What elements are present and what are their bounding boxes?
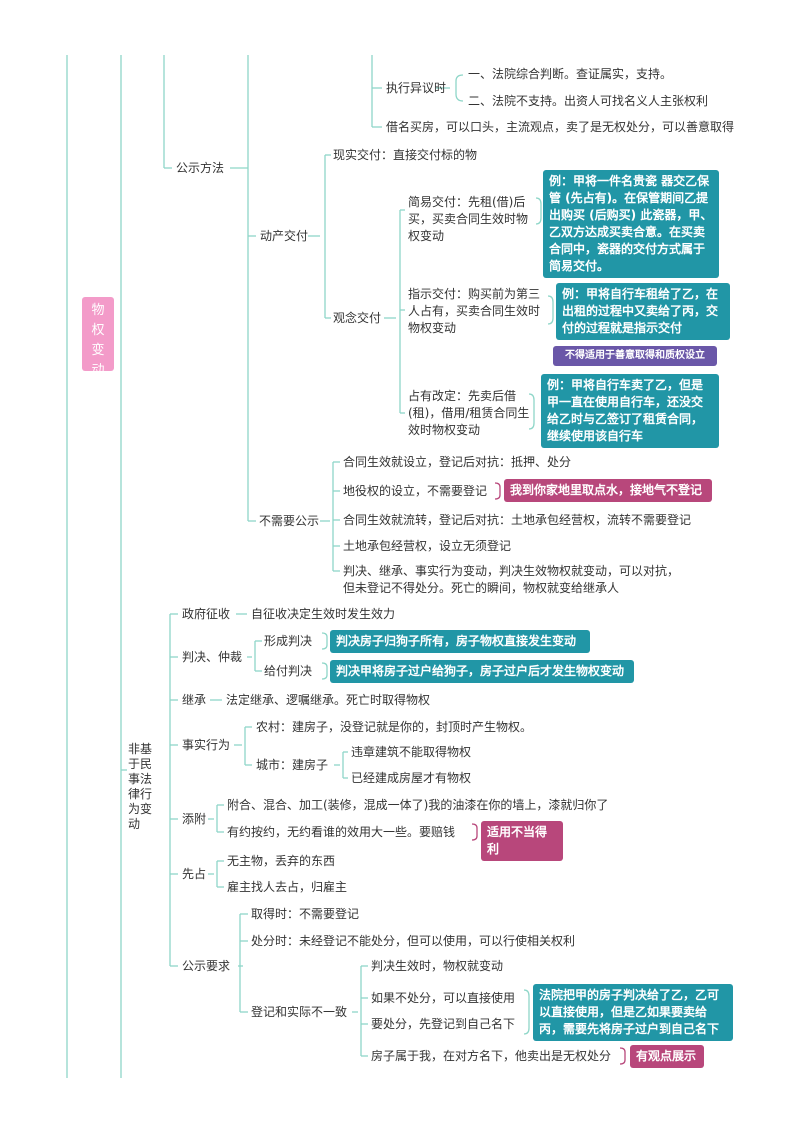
node-mismatch-3[interactable]: 要处分，先登记到自己名下 (371, 1017, 516, 1031)
node-no-pub-1[interactable]: 合同生效就设立，登记后对抗：抵押、处分 (343, 455, 572, 469)
node-inheritance[interactable]: 继承 (182, 693, 207, 707)
node-borrowed-name[interactable]: 借名买房，可以口头，主流观点，卖了是无权处分，可以善意取得 (386, 120, 735, 134)
example-box-indicate: 例：甲将自行车租给了乙，在出租的过程中又卖给了丙，交付的过程就是指示交付 (556, 283, 730, 340)
node-req-dispose[interactable]: 处分时：未经登记不能处分，但可以使用，可以行使相关权利 (251, 934, 576, 948)
node-movable-delivery[interactable]: 动产交付 (260, 229, 309, 243)
node-gov-effect[interactable]: 自征收决定生效时发生效力 (251, 607, 396, 621)
node-city-house[interactable]: 城市：建房子 (256, 758, 329, 772)
node-publicity-requirement[interactable]: 公示要求 (182, 959, 231, 973)
node-no-pub-5b[interactable]: 但未登记不得处分。死亡的瞬间，物权就变给继承人 (343, 581, 620, 595)
node-no-pub-2[interactable]: 地役权的设立，不需要登记 (343, 484, 488, 498)
root-char: 物 (91, 303, 105, 318)
node-registration-mismatch[interactable]: 登记和实际不一致 (251, 1005, 348, 1019)
node-first-2[interactable]: 雇主找人去占，归雇主 (227, 880, 348, 894)
node-payment-judgment[interactable]: 给付判决 (264, 664, 313, 678)
node-no-pub-4[interactable]: 土地承包经营权，设立无须登记 (343, 539, 512, 553)
node-government-expropriation[interactable]: 政府征收 (182, 607, 231, 621)
node-indicate-delivery[interactable]: 指示交付：购买前为第三人占有，买卖合同生效时物权变动 (408, 287, 541, 335)
node-real-delivery[interactable]: 现实交付：直接交付标的物 (333, 148, 478, 162)
node-publicity-method[interactable]: 公示方法 (176, 161, 225, 175)
node-concept-delivery[interactable]: 观念交付 (333, 311, 382, 325)
tag-view-display: 有观点展示 (630, 1045, 704, 1068)
root-char: 动 (91, 363, 105, 378)
node-formative-judgment[interactable]: 形成判决 (264, 634, 313, 648)
tag-payment-judgment: 判决甲将房子过户给狗子，房子过户后才发生物权变动 (330, 660, 634, 683)
node-no-publicity[interactable]: 不需要公示 (259, 514, 320, 528)
root-char: 权 (91, 323, 105, 338)
example-box-mismatch: 法院把甲的房子判决给了乙，乙可以直接使用，但是乙如果要卖给丙，需要先将房子过户到… (533, 984, 733, 1041)
node-accession-1[interactable]: 附合、混合、加工(装修，混成一体了)我的油漆在你的墙上，漆就归你了 (227, 798, 609, 812)
node-no-pub-3[interactable]: 合同生效就流转，登记后对抗：土地承包经营权，流转不需要登记 (343, 513, 692, 527)
node-factual-act[interactable]: 事实行为 (182, 738, 231, 752)
node-simple-delivery[interactable]: 简易交付：先租(借)后买，买卖合同生效时物权变动 (408, 195, 529, 243)
tag-unjust-enrichment: 适用不当得利 (481, 821, 563, 861)
node-req-acquire[interactable]: 取得时：不需要登记 (251, 907, 360, 921)
node-exec-1[interactable]: 一、法院综合判断。查证属实，支持。 (468, 67, 673, 81)
node-accession-2[interactable]: 有约按约，无约看谁的效用大一些。要赔钱 (227, 825, 456, 839)
node-non-civil-act[interactable]: 非基于民事法律行为变动 (128, 742, 153, 831)
node-exec-objection[interactable]: 执行异议时 (386, 81, 447, 95)
node-judgment-arbitration[interactable]: 判决、仲裁 (182, 650, 243, 664)
node-city-1[interactable]: 违章建筑不能取得物权 (351, 745, 472, 759)
node-village-house[interactable]: 农村：建房子，没登记就是你的，封顶时产生物权。 (256, 720, 533, 734)
note-not-apply: 不得适用于善意取得和质权设立 (553, 346, 717, 366)
node-mismatch-4[interactable]: 房子属于我，在对方名下，他卖出是无权处分 (371, 1049, 612, 1063)
example-box-simple: 例：甲将一件名贵瓷 器交乙保管 (先占有)。在保管期间乙提出购买 (后购买) 此… (543, 170, 719, 278)
tag-easement: 我到你家地里取点水，接地气不登记 (504, 479, 712, 502)
root-node-property-change[interactable]: 物 权 变 动 (82, 297, 114, 378)
example-box-possession: 例：甲将自行车卖了乙，但是甲一直在使用自行车，还没交给乙时与乙签订了租赁合同，继… (541, 374, 719, 448)
node-inheritance-detail[interactable]: 法定继承、逻嘱继承。死亡时取得物权 (226, 693, 431, 707)
node-city-2[interactable]: 已经建成房屋才有物权 (351, 771, 472, 785)
node-first-occupation[interactable]: 先占 (182, 867, 207, 881)
tag-formative-judgment: 判决房子归狗子所有，房子物权直接发生变动 (330, 630, 590, 653)
node-accession[interactable]: 添附 (182, 812, 207, 826)
node-no-pub-5a[interactable]: 判决、继承、事实行为变动，判决生效物权就变动，可以对抗， (343, 564, 680, 578)
root-char: 变 (91, 343, 105, 358)
node-mismatch-1[interactable]: 判决生效时，物权就变动 (371, 959, 504, 973)
node-mismatch-2[interactable]: 如果不处分，可以直接使用 (371, 991, 516, 1005)
node-exec-2[interactable]: 二、法院不支持。出资人可找名义人主张权利 (468, 94, 709, 108)
node-possession-change[interactable]: 占有改定：先卖后借(租)，借用/租赁合同生效时物权变动 (408, 389, 530, 437)
node-first-1[interactable]: 无主物，丢弃的东西 (227, 854, 336, 868)
